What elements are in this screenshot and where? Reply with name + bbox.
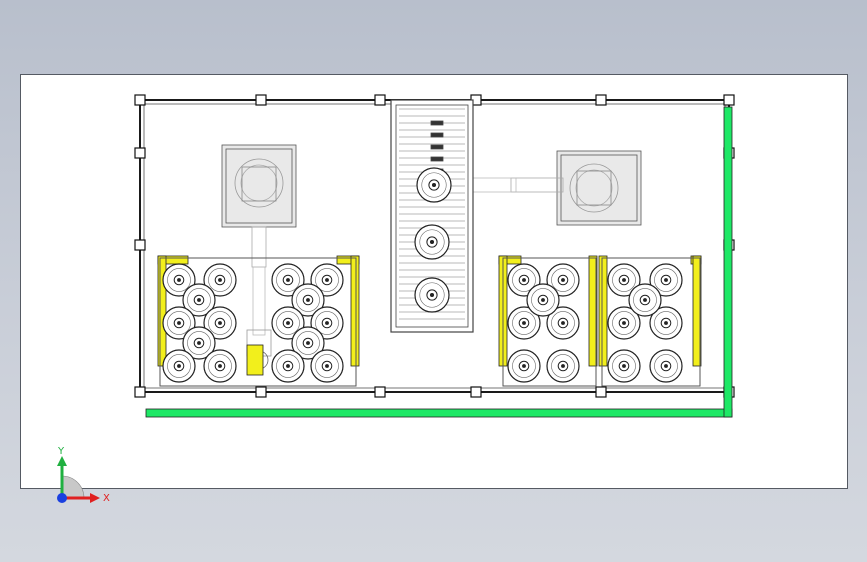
drawing-sheet — [20, 74, 848, 489]
spool-icon — [546, 306, 580, 340]
spool-icon — [628, 283, 662, 317]
fence-post — [134, 147, 146, 159]
spool-icon — [414, 277, 450, 313]
fence-post — [255, 94, 267, 106]
z-axis-dot — [57, 493, 67, 503]
spool-icon — [416, 167, 452, 203]
fence-post — [255, 386, 267, 398]
conveyor-marker — [430, 120, 444, 126]
yellow-bracket — [157, 255, 167, 367]
spool-icon — [271, 306, 305, 340]
axis-triad: Y X — [57, 446, 110, 504]
fence-post — [134, 94, 146, 106]
spool-icon — [271, 263, 305, 297]
spool-icon — [203, 263, 237, 297]
conveyor-spools — [414, 167, 452, 313]
fence-post — [595, 94, 607, 106]
spool-icon — [162, 263, 196, 297]
yellow-bracket — [588, 255, 598, 367]
spool-icon — [507, 349, 541, 383]
spool-icon — [291, 326, 325, 360]
spool-icon — [310, 263, 344, 297]
spool-icon — [414, 224, 450, 260]
fence-post — [723, 94, 735, 106]
fence-post — [470, 386, 482, 398]
yellow-bracket — [598, 255, 608, 367]
yellow-bracket — [350, 255, 360, 367]
left-robot-icon[interactable] — [221, 144, 297, 370]
y-axis-label: Y — [57, 446, 65, 457]
green-safety-guard — [145, 106, 733, 418]
right-pallet-spools[interactable] — [502, 257, 701, 387]
spool-icon — [546, 263, 580, 297]
spool-icon — [310, 349, 344, 383]
spool-icon — [203, 349, 237, 383]
yellow-bracket — [246, 344, 264, 376]
spool-icon — [271, 349, 305, 383]
yellow-bracket — [692, 255, 702, 367]
spool-icon — [507, 306, 541, 340]
x-axis-label: X — [103, 493, 110, 504]
spool-icon — [607, 349, 641, 383]
spool-icon — [291, 283, 325, 317]
conveyor-marker — [430, 156, 444, 162]
spool-icon — [607, 306, 641, 340]
fence-post — [374, 94, 386, 106]
spool-icon — [203, 306, 237, 340]
conveyor-marker — [430, 144, 444, 150]
fence-post — [134, 239, 146, 251]
conveyor-marker — [430, 132, 444, 138]
spool-icon — [546, 349, 580, 383]
assembly-drawing[interactable] — [21, 75, 847, 488]
spool-icon — [182, 283, 216, 317]
x-axis-arrowhead — [90, 493, 100, 503]
fence-post — [595, 386, 607, 398]
spool-icon — [649, 349, 683, 383]
spool-icon — [162, 349, 196, 383]
left-pallet-spools[interactable] — [159, 257, 357, 387]
spool-icon — [526, 283, 560, 317]
fence-post — [134, 386, 146, 398]
spool-icon — [649, 263, 683, 297]
spool-icon — [162, 306, 196, 340]
spool-icon — [182, 326, 216, 360]
y-axis-arrowhead — [57, 456, 67, 466]
spool-icon — [649, 306, 683, 340]
fence-post — [374, 386, 386, 398]
spool-icon — [607, 263, 641, 297]
